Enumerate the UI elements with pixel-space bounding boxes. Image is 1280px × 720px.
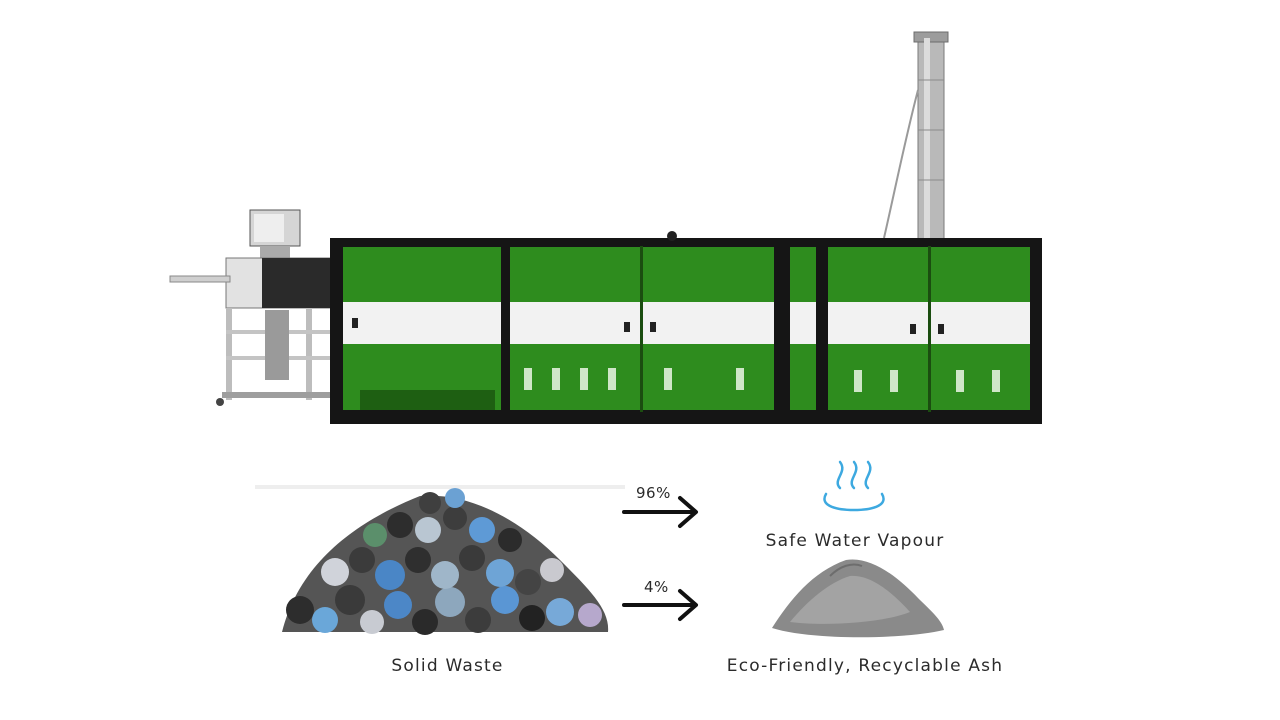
steam-vapour-icon: [823, 460, 885, 512]
arrow-to-ash: [622, 589, 698, 621]
waste-bags-pile-image: [255, 485, 625, 635]
vapour-output-label: Safe Water Vapour: [765, 531, 945, 551]
solid-waste-label: Solid Waste: [391, 656, 504, 676]
ash-percent-label: 4%: [644, 578, 669, 596]
combustion-chamber: [330, 231, 1042, 424]
chimney-stack: [883, 31, 949, 241]
arrow-to-vapour: [622, 496, 698, 528]
feed-hopper: [169, 209, 337, 406]
ash-output-label: Eco-Friendly, Recyclable Ash: [726, 656, 1004, 676]
vapour-percent-label: 96%: [636, 484, 671, 502]
ash-pile-image: [772, 559, 944, 638]
